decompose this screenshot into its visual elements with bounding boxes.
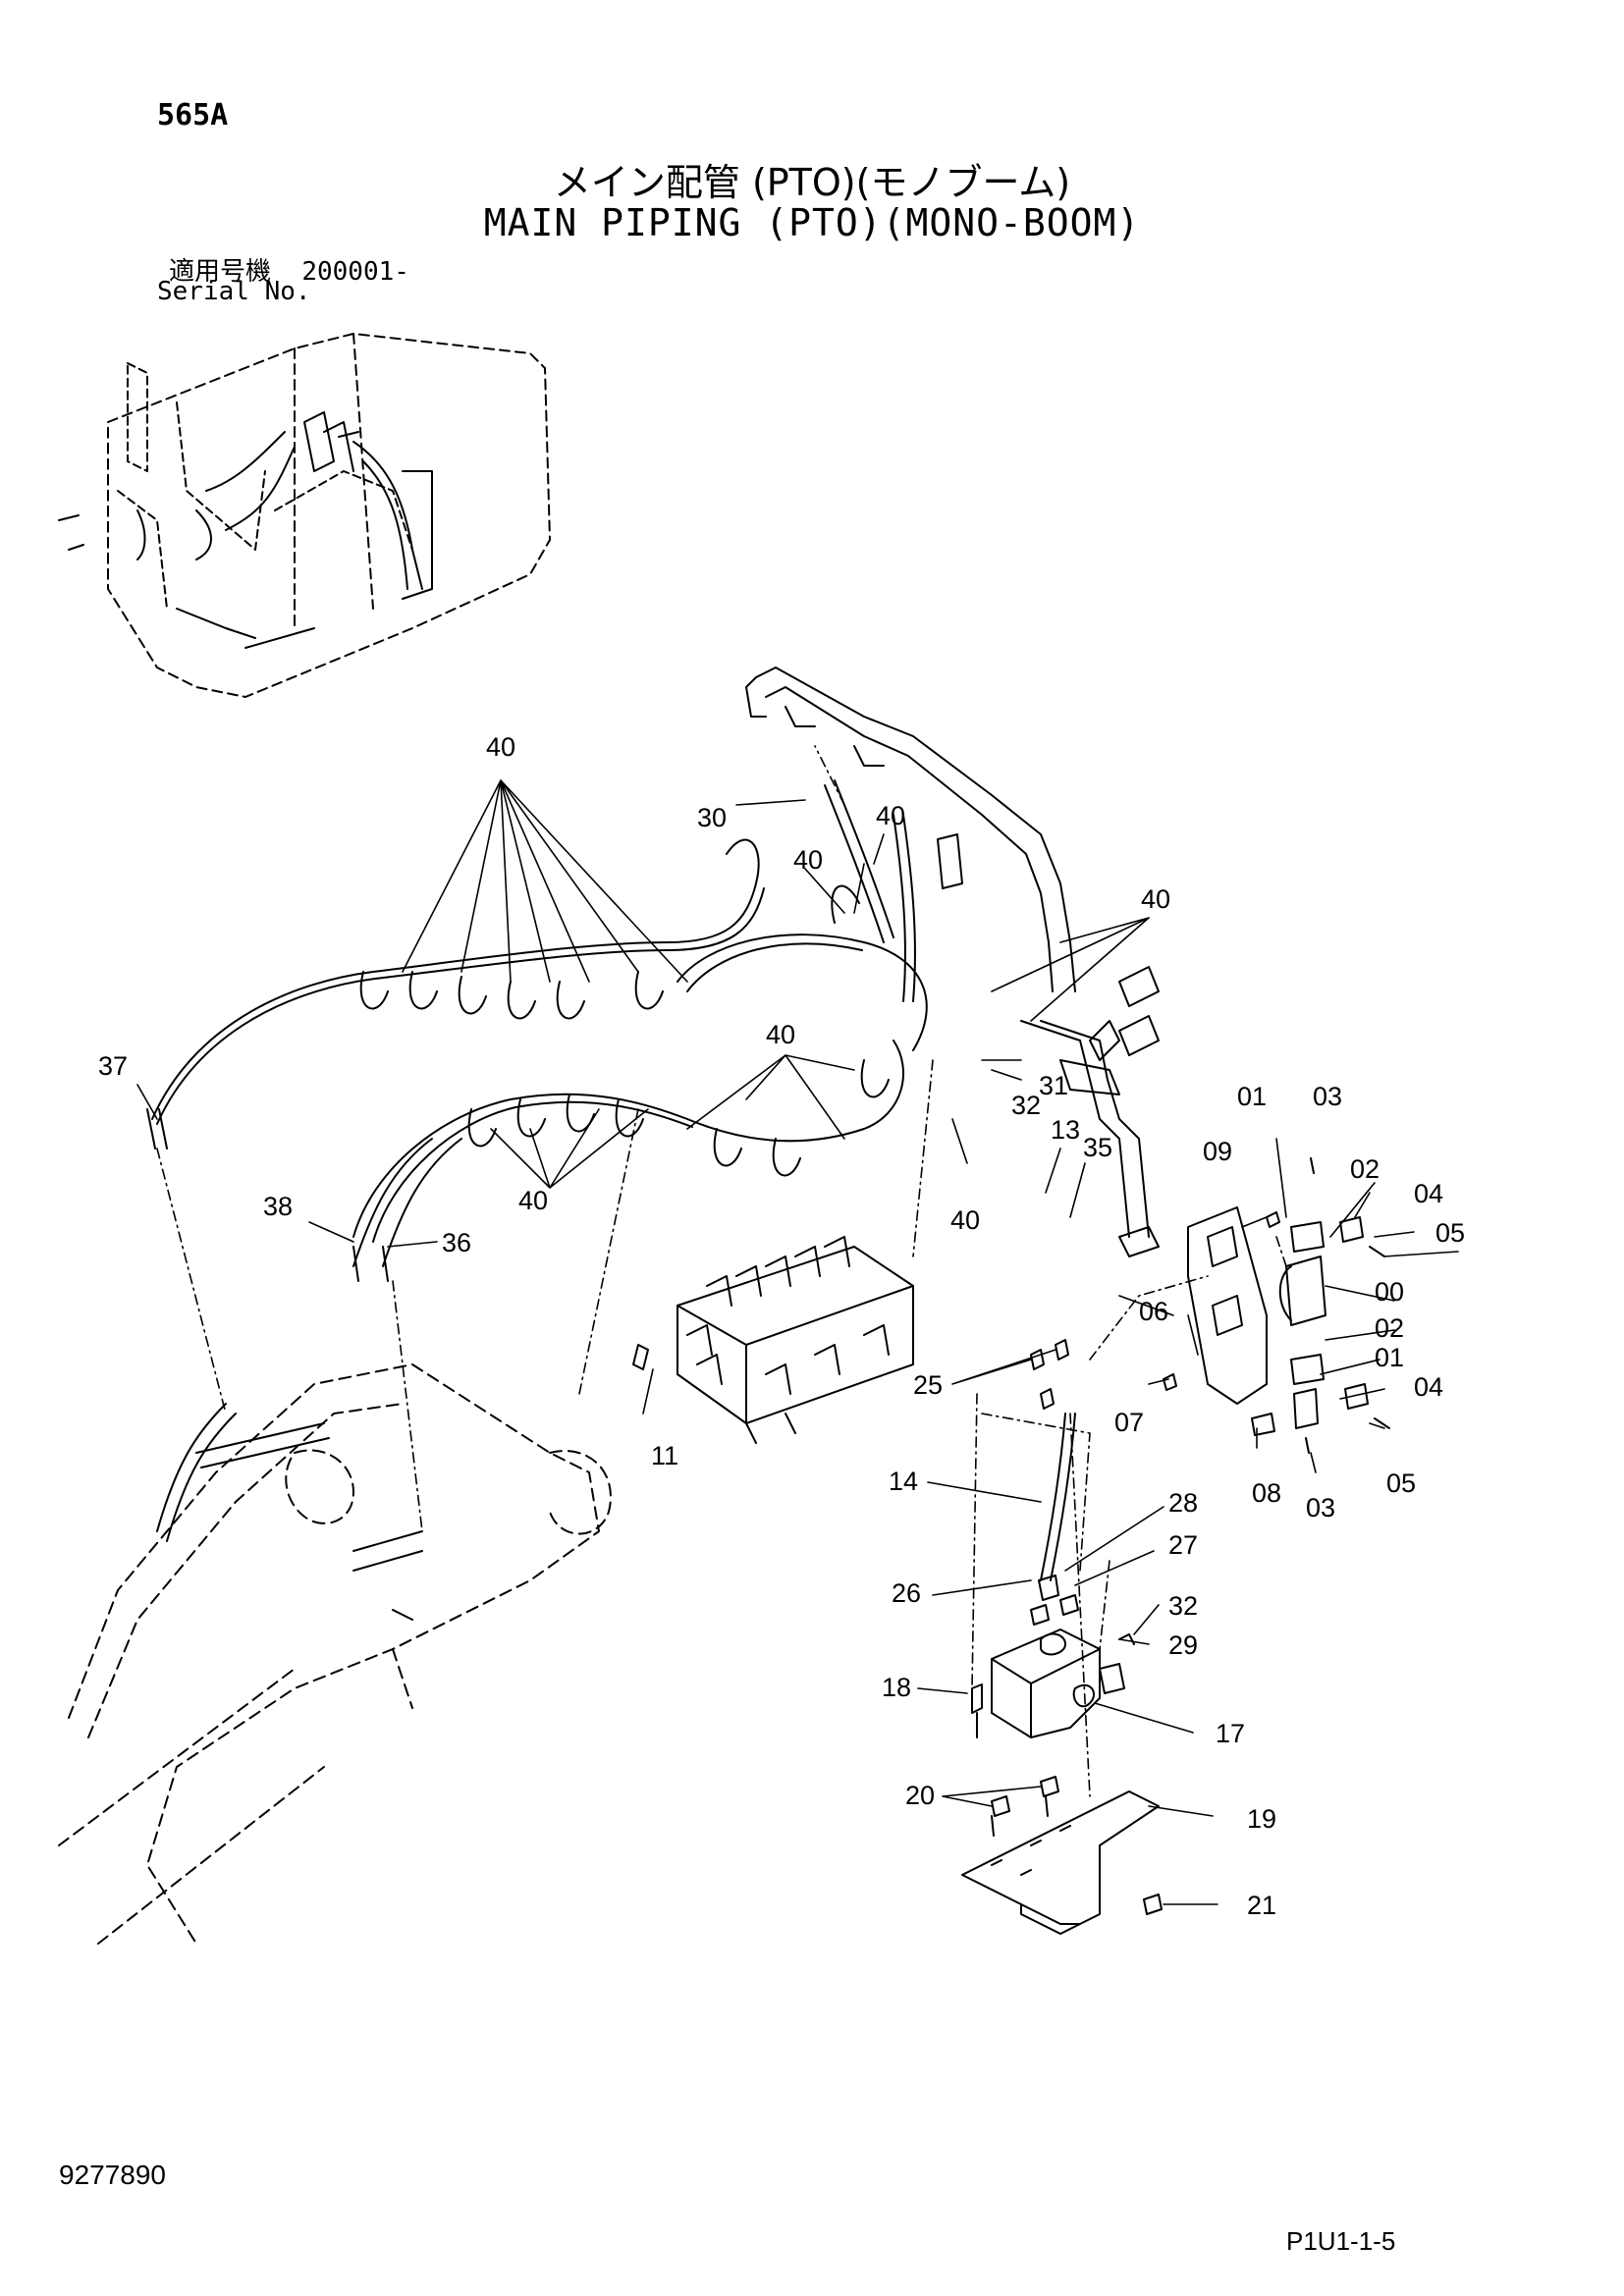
callout-04: 04 [1414, 1179, 1443, 1208]
fittings-middle [632, 1339, 1079, 1626]
title-japanese: メイン配管 (PTO)(モノブーム) [553, 161, 1071, 204]
callout-27: 27 [1168, 1530, 1198, 1560]
page-reference: P1U1-1-5 [1286, 2226, 1396, 2256]
serial-line-jp: 適用号機 200001- [169, 251, 409, 288]
boom-assembly [58, 1363, 612, 1945]
callout-04: 04 [1414, 1372, 1443, 1402]
small-parts-right [1163, 1157, 1390, 1454]
callout-28: 28 [1168, 1488, 1198, 1518]
callout-29: 29 [1168, 1630, 1198, 1660]
callout-38: 38 [263, 1192, 293, 1221]
callout-07: 07 [1114, 1408, 1144, 1437]
bracket-06 [1187, 1206, 1268, 1405]
callout-40: 40 [1141, 884, 1170, 914]
callout-14: 14 [889, 1467, 918, 1496]
serial-label-en: Serial No. [157, 277, 311, 306]
callout-32: 32 [1011, 1091, 1041, 1120]
callout-02: 02 [1350, 1154, 1380, 1184]
callout-13: 13 [1051, 1115, 1080, 1145]
bolts-20-21 [991, 1776, 1163, 1915]
callout-11: 11 [651, 1441, 678, 1470]
callout-03: 03 [1306, 1493, 1335, 1522]
serial-label-jp: 適用号機 [169, 257, 272, 287]
callout-05: 05 [1435, 1218, 1465, 1248]
callout-21: 21 [1247, 1891, 1276, 1920]
callout-40: 40 [793, 845, 823, 875]
callout-09: 09 [1203, 1137, 1232, 1166]
callout-01: 01 [1237, 1082, 1267, 1111]
manifold-block-17 [971, 1629, 1135, 1738]
document-number: 9277890 [59, 2160, 167, 2190]
callout-40: 40 [950, 1205, 980, 1235]
callout-06: 06 [1139, 1297, 1168, 1326]
callout-25: 25 [913, 1370, 943, 1400]
callout-40: 40 [518, 1186, 548, 1215]
callout-05: 05 [1386, 1468, 1416, 1498]
hose-assembly-upper [146, 779, 928, 1282]
title-english: MAIN PIPING (PTO)(MONO-BOOM) [483, 201, 1141, 244]
callout-08: 08 [1252, 1478, 1281, 1508]
control-valve [677, 1236, 914, 1444]
callout-35: 35 [1083, 1133, 1112, 1162]
callout-02: 02 [1375, 1313, 1404, 1343]
callout-20: 20 [905, 1781, 935, 1810]
mounting-plate-19 [961, 1790, 1160, 1935]
callout-01: 01 [1375, 1343, 1404, 1372]
callout-19: 19 [1247, 1804, 1276, 1834]
callouts: 40 30 40 40 40 37 40 31 32 01 03 09 02 0… [98, 732, 1465, 1920]
callout-31: 31 [1039, 1071, 1068, 1100]
callout-17: 17 [1216, 1719, 1245, 1748]
callout-30: 30 [697, 803, 727, 832]
machine-overview-inset [58, 333, 551, 698]
leader-lines [136, 745, 1459, 1905]
callout-40: 40 [766, 1020, 795, 1049]
callout-00: 00 [1375, 1277, 1404, 1307]
boom-hoses [156, 1403, 423, 1621]
callout-18: 18 [882, 1673, 911, 1702]
callout-26: 26 [892, 1578, 921, 1608]
serial-value: 200001- [301, 257, 409, 287]
pipe-assembly-right [745, 667, 1160, 1257]
callout-40: 40 [486, 732, 515, 762]
solenoid-valve-00 [1278, 1221, 1326, 1429]
catalog-code: 565A [157, 98, 229, 133]
callout-40: 40 [876, 801, 905, 830]
callout-03: 03 [1313, 1082, 1342, 1111]
callout-36: 36 [442, 1228, 471, 1257]
callout-37: 37 [98, 1051, 128, 1081]
callout-32: 32 [1168, 1591, 1198, 1621]
